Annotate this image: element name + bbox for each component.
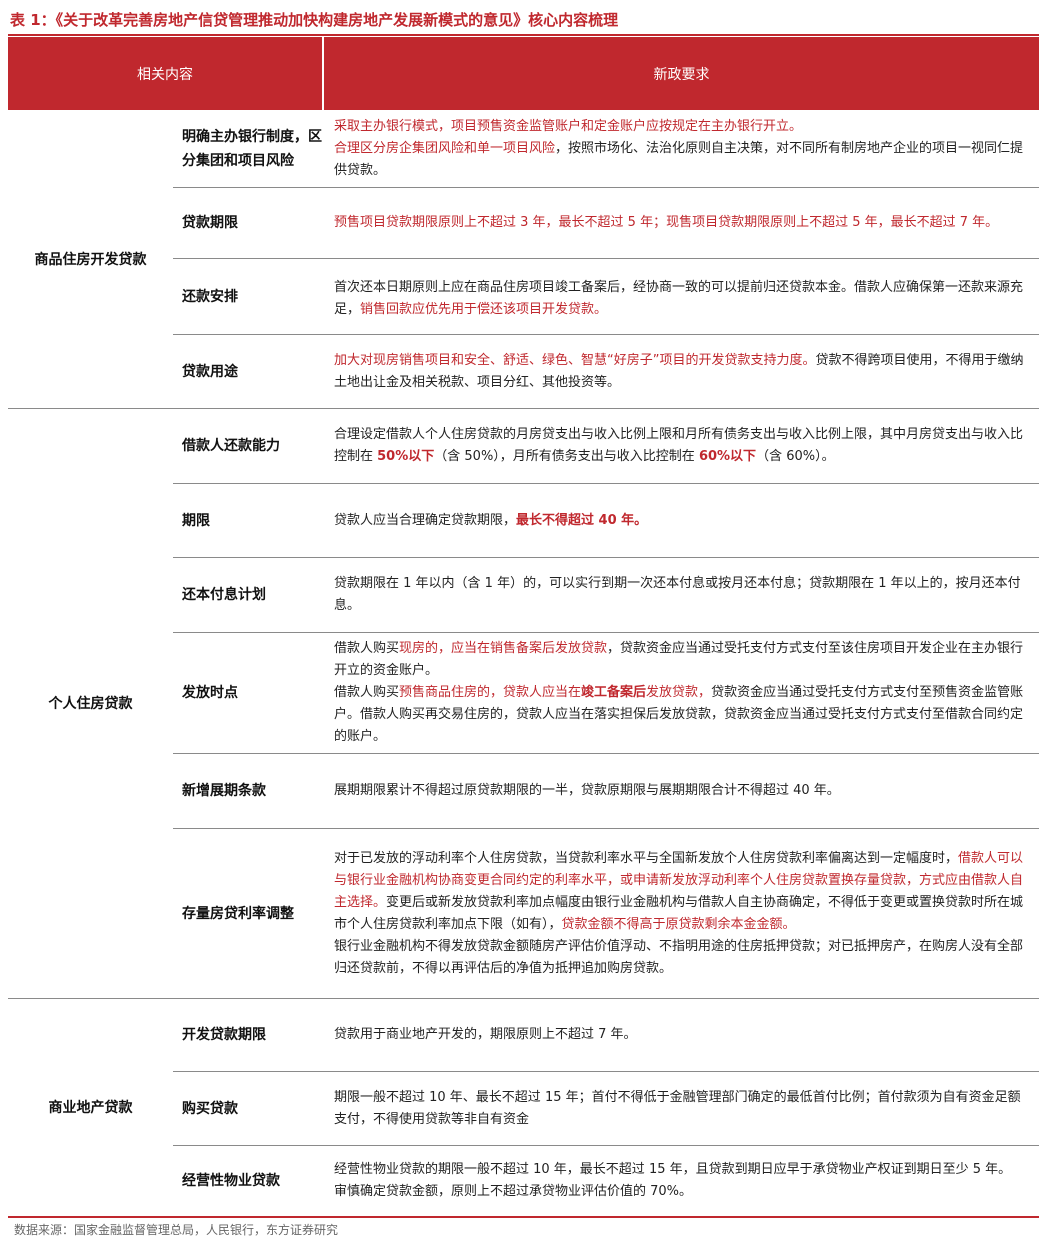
table-title: 表 1：《关于改革完善房地产信贷管理推动加快构建房地产发展新模式的意见》核心内容…	[10, 11, 619, 29]
row-sub-label: 经营性物业贷款	[182, 1173, 280, 1189]
row-sub-label: 购买贷款	[182, 1100, 238, 1117]
desc-text: 50%以下	[377, 449, 435, 464]
desc-text: 首次还本日期原则上应在商品住房项目竣工备案后，经协商一致的可以提前归还贷款本金。…	[334, 279, 1024, 317]
desc-text: 借款人购买	[334, 685, 400, 700]
row-sub-lead-bank: 明确主办银行制度，区分集团和项目风险	[182, 112, 327, 186]
row-sub-loan-term: 贷款期限	[182, 188, 327, 258]
desc-text: 贷款人应当合理确定贷款期限，	[334, 512, 517, 528]
desc-text: 银行业金融机构不得发放贷款金额随房产评估价值浮动、不指明用途的住房抵押贷款；对已…	[334, 938, 1024, 976]
row-sub-label: 期限	[182, 512, 210, 529]
desc-text: 现房的，应当在销售备案后发放贷款	[399, 641, 608, 656]
row-desc-repay-plan: 贷款期限在 1 年以内（含 1 年）的，可以实行到期一次还本付息或按月还本付息；…	[334, 558, 1030, 632]
desc-text: 贷款金额不得高于原贷款剩余本金金额。	[561, 916, 796, 932]
desc-text: 对于已发放的浮动利率个人住房贷款，当贷款利率水平与全国新发放个人住房贷款利率偏离…	[334, 850, 959, 866]
row-divider	[173, 828, 1039, 829]
row-sub-label: 贷款期限	[182, 215, 238, 231]
row-sub-label: 新增展期条款	[182, 783, 266, 799]
row-desc-loan-term: 预售项目贷款期限原则上不超过 3 年，最长不超过 5 年；现售项目贷款期限原则上…	[334, 188, 1030, 258]
row-sub-label: 开发贷款期限	[182, 1027, 266, 1043]
desc-text: 合理区分房企集团风险和单一项目风险	[334, 141, 556, 156]
row-sub-label: 明确主办银行制度，区分集团和项目风险	[182, 129, 322, 169]
desc-text: 展期期限累计不得超过原贷款期限的一半，贷款原期限与展期期限合计不得超过 40 年…	[334, 783, 840, 798]
row-desc-rate-adjust: 对于已发放的浮动利率个人住房贷款，当贷款利率水平与全国新发放个人住房贷款利率偏离…	[334, 829, 1030, 998]
desc-text: 借款人购买	[334, 641, 400, 656]
desc-text: （含 50%），月所有债务支出与收入比控制在	[434, 449, 699, 464]
row-sub-term: 期限	[182, 484, 327, 557]
desc-text: 贷款资金应当通过受托支付方式支付至预售资金监管账户。借款人购买再交易住房的，贷款…	[334, 685, 1024, 744]
row-divider	[173, 258, 1039, 259]
row-divider	[173, 483, 1039, 484]
desc-text: 贷款不得跨项目使用，不得用于缴纳土地出让金及相关税款、项目分红、其他投资等。	[334, 352, 1024, 390]
row-divider	[173, 1145, 1039, 1146]
desc-text: 审慎确定贷款金额，原则上不超过承贷物业评估价值的 70%。	[334, 1184, 693, 1199]
desc-text: 竣工备案后	[581, 685, 647, 700]
row-desc-lead-bank: 采取主办银行模式，项目预售资金监管账户和定金账户应按规定在主办银行开立。 合理区…	[334, 112, 1030, 186]
desc-text: 销售回款应优先用于偿还该项目开发贷款。	[360, 301, 608, 317]
desc-text: 60%以下	[698, 449, 757, 464]
desc-text: 期限一般不超过 10 年、最长不超过 15 年；首付不得低于金融管理部门确定的最…	[334, 1089, 1021, 1127]
row-desc-dev-term: 贷款用于商业地产开发的，期限原则上不超过 7 年。	[334, 999, 1030, 1071]
row-sub-label: 还款安排	[182, 288, 238, 305]
row-divider	[173, 187, 1039, 188]
desc-text: ，按照市场化、法治化原则自主决策，对不同所有制房地产企业的项目一视同仁提供贷款。	[334, 141, 1024, 178]
section-divider	[8, 998, 1039, 999]
desc-text: 借款人可以与银行业金融机构协商变更合同约定的利率水平，或申请新发放浮动利率个人住…	[334, 850, 1024, 910]
category-commercial-housing-dev-loan: 商品住房开发贷款	[34, 252, 147, 268]
row-sub-dev-term: 开发贷款期限	[182, 999, 327, 1071]
desc-text: 预售商品住房的，贷款人应当在	[399, 685, 582, 700]
row-desc-loan-use: 加大对现房销售项目和安全、舒适、绿色、智慧“好房子”项目的开发贷款支持力度。贷款…	[334, 335, 1030, 408]
row-sub-loan-use: 贷款用途	[182, 335, 327, 408]
desc-text: ，贷款资金应当通过受托支付方式支付至该住房项目开发企业在主办银行开立的资金账户。	[334, 641, 1024, 678]
row-desc-extension: 展期期限累计不得超过原贷款期限的一半，贷款原期限与展期期限合计不得超过 40 年…	[334, 754, 1030, 828]
row-divider	[173, 753, 1039, 754]
desc-text: 加大对现房销售项目和安全、舒适、绿色、智慧“好房子”项目的开发贷款支持力度。	[334, 352, 816, 368]
header-related-content: 相关内容	[8, 37, 322, 110]
category-commercial-property-loan: 商业地产贷款	[48, 1100, 133, 1116]
row-desc-repay-capacity: 合理设定借款人个人住房贷款的月房贷支出与收入比例上限和月所有债务支出与收入比例上…	[334, 409, 1030, 483]
row-desc-purchase-loan: 期限一般不超过 10 年、最长不超过 15 年；首付不得低于金融管理部门确定的最…	[334, 1072, 1030, 1145]
desc-text: 预售项目贷款期限原则上不超过 3 年，最长不超过 5 年；现售项目贷款期限原则上…	[334, 215, 999, 230]
row-desc-repayment: 首次还本日期原则上应在商品住房项目竣工备案后，经协商一致的可以提前归还贷款本金。…	[334, 263, 1030, 334]
row-desc-disbursement: 借款人购买现房的，应当在销售备案后发放贷款，贷款资金应当通过受托支付方式支付至该…	[334, 633, 1030, 753]
desc-text: （含 60%）。	[756, 449, 835, 464]
row-sub-repay-plan: 还本付息计划	[182, 558, 327, 632]
row-sub-operating-property: 经营性物业贷款	[182, 1146, 327, 1216]
row-sub-extension: 新增展期条款	[182, 754, 327, 828]
footer-rule	[8, 1216, 1039, 1218]
row-desc-term: 贷款人应当合理确定贷款期限，最长不得超过 40 年。	[334, 484, 1030, 557]
desc-text: 采取主办银行模式，项目预售资金监管账户和定金账户应按规定在主办银行开立。	[334, 119, 803, 134]
row-divider	[173, 1071, 1039, 1072]
row-sub-disbursement: 发放时点	[182, 633, 327, 753]
desc-text: 贷款期限在 1 年以内（含 1 年）的，可以实行到期一次还本付息或按月还本付息；…	[334, 576, 1021, 613]
row-desc-operating-property: 经营性物业贷款的期限一般不超过 10 年，最长不超过 15 年，且贷款到期日应早…	[334, 1146, 1030, 1216]
category-personal-housing-loan: 个人住房贷款	[48, 696, 133, 712]
row-sub-label: 贷款用途	[182, 363, 238, 380]
row-divider	[173, 632, 1039, 633]
row-sub-label: 发放时点	[182, 685, 238, 701]
desc-text: 最长不得超过 40 年。	[516, 512, 648, 528]
row-divider	[173, 334, 1039, 335]
row-sub-repayment: 还款安排	[182, 259, 327, 334]
row-sub-rate-adjust: 存量房贷利率调整	[182, 829, 327, 998]
row-sub-label: 借款人还款能力	[182, 438, 280, 454]
row-sub-repay-capacity: 借款人还款能力	[182, 409, 327, 483]
title-rule	[8, 34, 1039, 36]
desc-text: 贷款用于商业地产开发的，期限原则上不超过 7 年。	[334, 1027, 637, 1042]
source-note: 数据来源：国家金融监督管理总局，人民银行，东方证券研究	[14, 1223, 339, 1237]
desc-text: 经营性物业贷款的期限一般不超过 10 年，最长不超过 15 年，且贷款到期日应早…	[334, 1162, 1012, 1177]
row-divider	[173, 557, 1039, 558]
row-sub-label: 存量房贷利率调整	[182, 905, 294, 922]
desc-text: 变更后或新发放贷款利率加点幅度由银行业金融机构与借款人自主协商确定，不得低于变更…	[334, 894, 1024, 932]
section-divider	[8, 408, 1039, 409]
row-sub-purchase-loan: 购买贷款	[182, 1072, 327, 1145]
desc-text: 发放贷款，	[646, 685, 712, 700]
row-sub-label: 还本付息计划	[182, 587, 266, 603]
header-new-policy: 新政要求	[324, 37, 1039, 110]
desc-text: 合理设定借款人个人住房贷款的月房贷支出与收入比例上限和月所有债务支出与收入比例上…	[334, 427, 1024, 464]
